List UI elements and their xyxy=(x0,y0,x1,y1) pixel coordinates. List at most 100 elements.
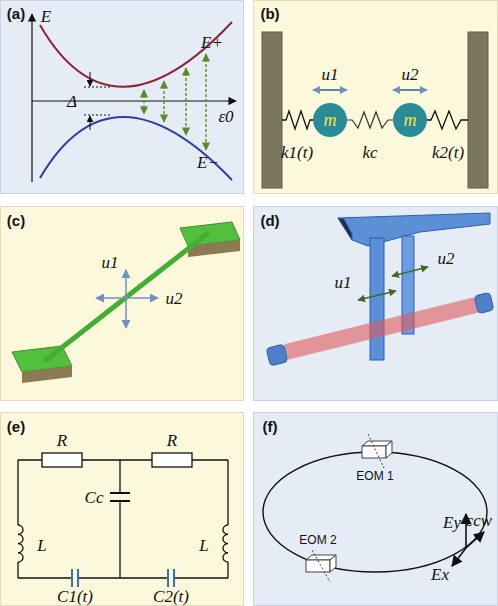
clamp-pad xyxy=(22,366,72,383)
clamp-pad xyxy=(12,222,240,383)
wall xyxy=(262,32,488,188)
panel-backgrounds xyxy=(1,1,244,194)
polarization-arrows xyxy=(466,532,484,548)
eom-label: EOM 2 xyxy=(299,534,336,546)
gap-label: Δ xyxy=(67,93,77,110)
inductor-symbol xyxy=(223,525,228,562)
fiber-end xyxy=(266,344,288,366)
displacement-label: u1 xyxy=(335,274,352,291)
resistor-label: R xyxy=(57,432,67,449)
circuit-wire xyxy=(119,501,120,578)
fiber-end xyxy=(266,292,494,366)
displacement-label: u2 xyxy=(438,250,455,267)
capacitor-label: C1(t) xyxy=(57,588,93,605)
cantilever-chip xyxy=(338,218,352,240)
level-label: E+ xyxy=(201,34,223,51)
inductor-symbol xyxy=(18,525,23,562)
circuit-wire xyxy=(18,460,228,578)
cantilever-chip xyxy=(370,238,384,360)
coupling-spring xyxy=(347,112,393,128)
inductor-symbol xyxy=(18,525,228,562)
lower-level-curve xyxy=(40,117,232,180)
displacement-arrow xyxy=(125,270,127,328)
eom-symbol xyxy=(368,434,384,468)
transition-arrows xyxy=(163,81,164,122)
inductor-label: L xyxy=(199,537,208,554)
wall xyxy=(262,32,282,188)
gap-marker xyxy=(90,72,91,86)
gap-marker xyxy=(90,116,91,130)
variable-capacitor xyxy=(72,569,174,587)
displacement-arrow xyxy=(358,267,428,300)
panel-backgrounds xyxy=(1,413,244,606)
mass: m xyxy=(313,103,347,137)
displacement-arrow xyxy=(392,267,428,276)
variable-capacitor xyxy=(71,569,73,587)
resistor-symbol xyxy=(152,453,192,467)
direction-label: ccw xyxy=(466,512,492,529)
variable-capacitor xyxy=(173,569,175,587)
displacement-arrow xyxy=(96,270,158,328)
transition-arrows xyxy=(143,90,144,114)
displacement-label: u1 xyxy=(322,66,339,83)
capacitor-label: Cc xyxy=(85,489,104,506)
wall xyxy=(468,32,488,188)
mass: m xyxy=(393,103,427,137)
displacement-label: u2 xyxy=(402,66,419,83)
eom-symbol xyxy=(306,434,392,582)
circuit-wire xyxy=(78,577,168,578)
eom-label: EOM 1 xyxy=(356,470,393,482)
spring-label: k2(t) xyxy=(432,144,464,161)
spring xyxy=(282,111,313,129)
panel-backgrounds xyxy=(254,1,498,194)
circuit-wire xyxy=(174,577,228,578)
displacement-label: u2 xyxy=(166,290,183,307)
gap-marker xyxy=(84,115,112,116)
panel-letter: (d) xyxy=(260,213,279,228)
panel-letter: (e) xyxy=(7,419,25,434)
panel-backgrounds xyxy=(1,207,244,401)
capacitor-label: C2(t) xyxy=(153,588,189,605)
circuit-wire xyxy=(227,460,228,525)
resistor-symbol xyxy=(42,453,82,467)
gap-marker xyxy=(84,87,112,88)
displacement-arrow xyxy=(393,89,427,90)
panel-backgrounds xyxy=(254,207,498,401)
coupling-capacitor xyxy=(110,492,130,494)
coupling-capacitor xyxy=(110,493,130,501)
displacement-arrow xyxy=(313,89,347,90)
energy-axes xyxy=(31,14,32,182)
displacement-arrow xyxy=(313,89,427,90)
eom-symbol xyxy=(306,560,330,572)
resistor-symbol xyxy=(42,453,192,467)
mass-label: m xyxy=(324,111,337,129)
spring xyxy=(282,111,468,129)
variable-capacitor xyxy=(167,569,169,587)
panel-letter: (a) xyxy=(7,6,25,21)
axis-label: E xyxy=(41,8,51,25)
fiber-end xyxy=(474,292,494,313)
displacement-arrow xyxy=(358,291,396,300)
energy-axes xyxy=(32,14,236,182)
nanobeam xyxy=(46,234,207,360)
spring xyxy=(427,111,468,129)
variable-capacitor xyxy=(77,569,79,587)
ring-resonator xyxy=(263,452,487,572)
spring-label: k1(t) xyxy=(281,144,313,161)
circuit-wire xyxy=(17,460,18,525)
panel-letter: (b) xyxy=(260,6,279,21)
displacement-label: u1 xyxy=(102,254,119,271)
level-label: E− xyxy=(197,154,219,171)
inductor-label: L xyxy=(37,537,46,554)
circuit-wire xyxy=(227,562,228,578)
transition-arrows xyxy=(144,54,206,150)
field-label: Ex xyxy=(431,566,449,583)
eom-symbol xyxy=(312,550,330,582)
transition-arrows xyxy=(185,68,186,135)
eom-symbol xyxy=(330,555,336,572)
eom-symbol xyxy=(386,441,392,458)
